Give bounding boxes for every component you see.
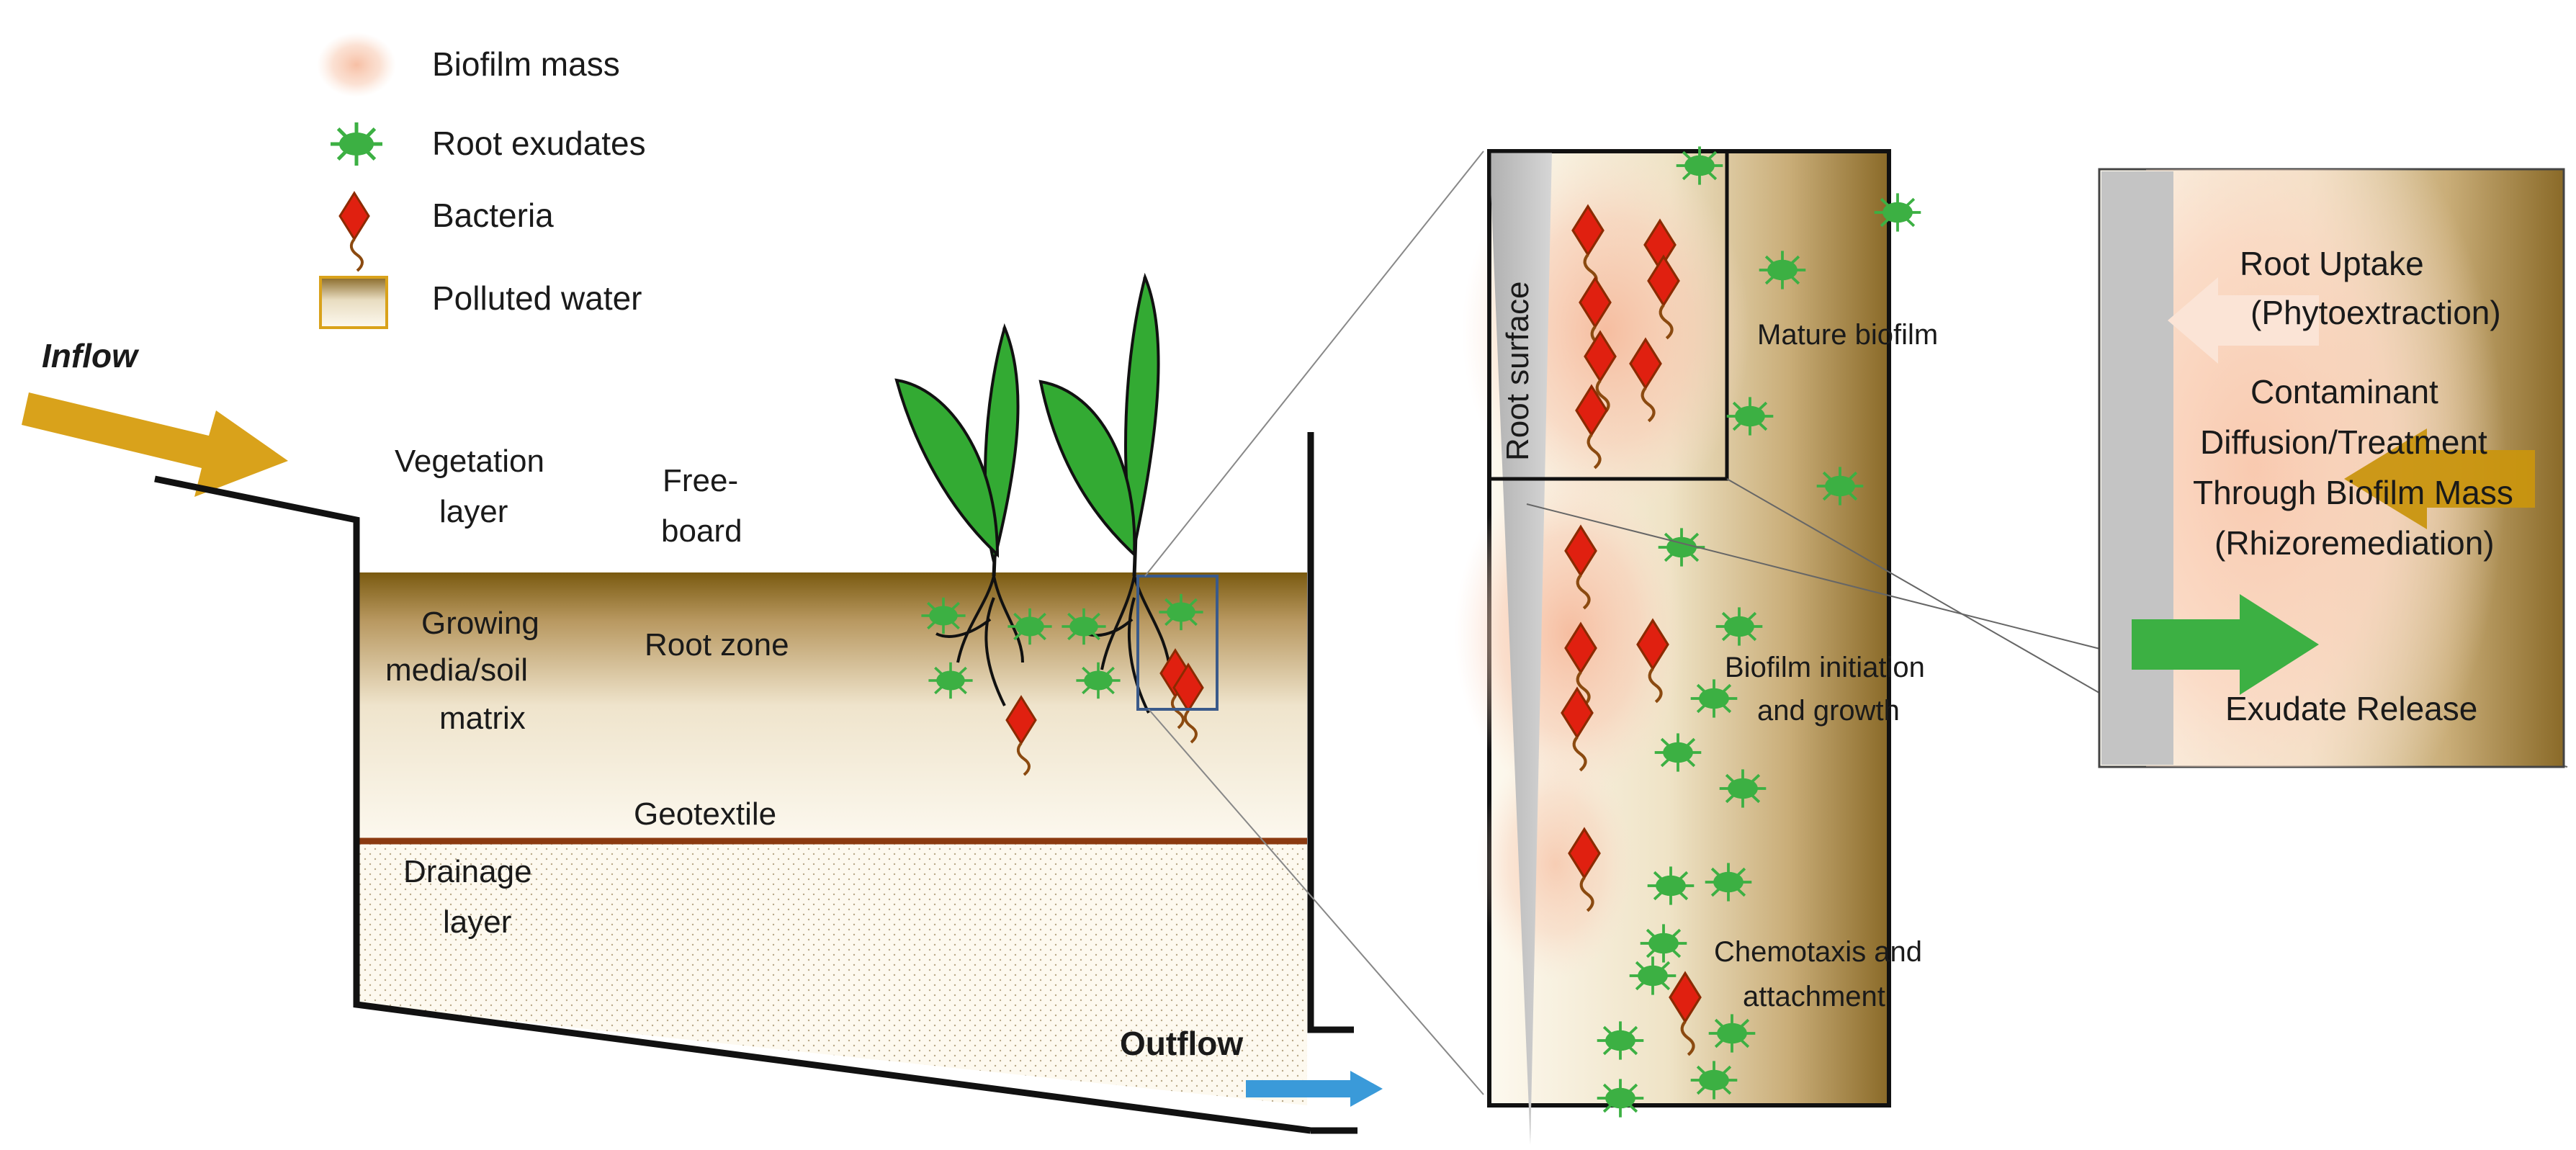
exudate-icon	[1874, 193, 1921, 232]
legend-bacteria-label: Bacteria	[432, 197, 554, 234]
exudate-icon	[331, 122, 382, 166]
exudate-icon	[1676, 146, 1723, 185]
exudate-icon	[1007, 608, 1052, 645]
panel-bacteria	[1561, 204, 1702, 1056]
bacteria-icon	[1571, 204, 1605, 289]
outflow-label: Outflow	[1120, 1025, 1243, 1062]
legend-water-label: Polluted water	[432, 279, 642, 317]
exudate-icon	[1708, 1014, 1756, 1053]
chemotaxis-label-2: attachment	[1743, 981, 1885, 1012]
detail-zoom-line-top	[1726, 478, 2104, 696]
exudate-icon	[1647, 866, 1695, 905]
exudate-icon	[928, 662, 973, 699]
green-roof-tank	[154, 432, 1357, 1134]
exudate-icon	[1076, 662, 1121, 699]
root-zone-bacteria	[1005, 648, 1204, 776]
bacteria-icon	[1561, 686, 1594, 772]
root-zoom-box	[1136, 575, 1219, 711]
exudate-icon	[1726, 397, 1774, 436]
detail-root-surface	[2101, 171, 2173, 765]
legend-exudate-label: Root exudates	[432, 125, 646, 162]
diffusion-arrow-icon	[2344, 428, 2535, 529]
uptake-arrow-icon	[2168, 277, 2319, 364]
plant-left	[894, 323, 1024, 706]
root-zone-exudates	[921, 593, 1203, 699]
root-surface-wedge	[1489, 151, 1552, 1145]
bacteria-icon	[1579, 276, 1612, 361]
diffusion-label-1: Contaminant	[2250, 373, 2438, 410]
exudate-release-label: Exudate Release	[2225, 690, 2477, 727]
exudate-arrow-icon	[2132, 594, 2319, 695]
bacteria-icon	[338, 191, 370, 272]
growing-media-layer	[356, 572, 1307, 839]
diffusion-label-4: (Rhizoremediation)	[2214, 524, 2495, 562]
bacteria-icon	[1584, 330, 1617, 415]
growing-label-3: matrix	[439, 701, 526, 736]
freeboard-label-2: board	[661, 513, 742, 549]
bacteria-icon	[1669, 971, 1702, 1056]
inflow-label: Inflow	[42, 337, 140, 374]
plants	[894, 272, 1172, 714]
exudate-icon	[1759, 251, 1806, 289]
zoom-line-bottom	[1148, 709, 1484, 1095]
exudate-icon	[921, 597, 966, 634]
uptake-label-1: Root Uptake	[2240, 245, 2424, 282]
exudate-icon	[1640, 924, 1687, 963]
exudate-icon	[1654, 733, 1702, 772]
bacteria-icon	[1647, 254, 1680, 340]
vegetation-label-2: layer	[439, 494, 508, 529]
vegetation-label-1: Vegetation	[395, 444, 544, 479]
exudate-icon	[1629, 956, 1677, 995]
outflow-arrow-icon	[1246, 1071, 1383, 1107]
biofilm-swatch-icon	[317, 32, 396, 97]
growing-label-2: media/soil	[385, 652, 528, 688]
root-surface-label: Root surface	[1500, 282, 1535, 461]
exudate-icon	[1816, 467, 1864, 506]
bacteria-icon	[1564, 524, 1597, 610]
exudate-icon	[1705, 863, 1752, 902]
bacteria-icon	[1629, 337, 1662, 423]
bacteria-icon	[1564, 621, 1597, 707]
exudate-icon	[1062, 608, 1106, 645]
chemotaxis-label-1: Chemotaxis and	[1714, 936, 1922, 968]
panel-exudates	[1597, 146, 1921, 1118]
drainage-label-1: Drainage	[403, 854, 532, 889]
legend: Biofilm mass Root exudates Bacteria Poll…	[317, 32, 646, 329]
geotextile-label: Geotextile	[634, 796, 776, 832]
exudate-icon	[1690, 1061, 1738, 1100]
exudate-icon	[1597, 1079, 1644, 1118]
bacteria-icon	[1005, 695, 1037, 776]
diffusion-label-3: Through Biofilm Mass	[2193, 474, 2513, 511]
drainage-layer	[356, 844, 1307, 1105]
drainage-label-2: layer	[443, 904, 511, 940]
tank-right-wall	[1307, 432, 1354, 1033]
inflow-arrow-icon	[22, 392, 288, 497]
exudate-icon	[1719, 769, 1767, 808]
exudate-icon	[1690, 679, 1738, 718]
exudate-icon	[1715, 607, 1763, 646]
uptake-label-2: (Phytoextraction)	[2250, 294, 2501, 331]
bacteria-icon	[1568, 827, 1601, 912]
zoom-line-top	[1144, 151, 1484, 577]
bacteria-icon	[1575, 384, 1608, 470]
exudate-icon	[1159, 593, 1203, 631]
bacteria-icon	[1636, 618, 1669, 704]
growing-label-1: Growing	[421, 606, 539, 641]
root-zone-label: Root zone	[645, 627, 789, 662]
initiation-label-1: Biofilm initiation	[1725, 652, 1925, 683]
initiation-label-2: and growth	[1757, 695, 1900, 727]
mature-biofilm-label: Mature biofilm	[1757, 319, 1938, 351]
plant-right	[1038, 272, 1172, 714]
legend-biofilm-label: Biofilm mass	[432, 45, 620, 83]
diffusion-label-2: Diffusion/Treatment	[2200, 423, 2487, 461]
exudate-icon	[1597, 1021, 1644, 1060]
polluted-water-swatch-icon	[319, 276, 388, 329]
mature-biofilm-box	[1487, 149, 1729, 481]
tank-outline	[154, 475, 1311, 1134]
root-surface-panel	[1455, 144, 1891, 1145]
freeboard-label-1: Free-	[663, 463, 738, 498]
